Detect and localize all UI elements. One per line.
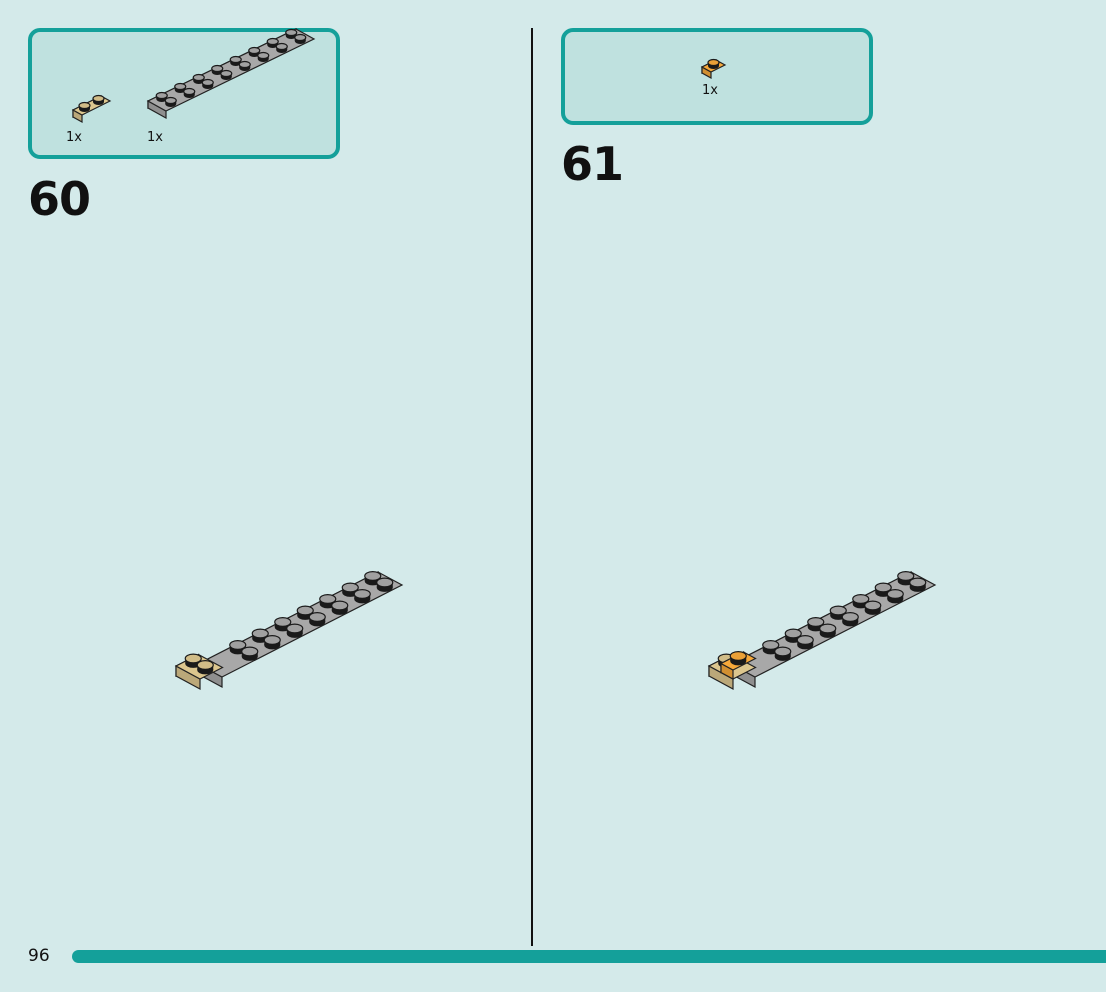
- step-number-60: 60: [28, 172, 91, 226]
- part-quantity-tan-plate: 1x: [66, 130, 82, 145]
- page-number: 96: [28, 946, 50, 966]
- step-number-61: 61: [561, 137, 624, 191]
- gray-plate-2x8-part-icon: [146, 28, 316, 120]
- parts-box-step-61: 1x: [561, 28, 873, 125]
- step-61-model-illustration: [707, 571, 937, 691]
- step-60-model-illustration: [174, 571, 404, 691]
- parts-box-step-60: 1x 1x: [28, 28, 340, 159]
- step-divider: [531, 28, 533, 946]
- page-footer-bar: [72, 950, 1106, 963]
- part-quantity-orange-plate: 1x: [702, 83, 718, 98]
- tan-plate-1x2-part-icon: [71, 94, 112, 124]
- orange-plate-1x1-part-icon: [700, 58, 727, 80]
- part-quantity-gray-plate: 1x: [147, 130, 163, 145]
